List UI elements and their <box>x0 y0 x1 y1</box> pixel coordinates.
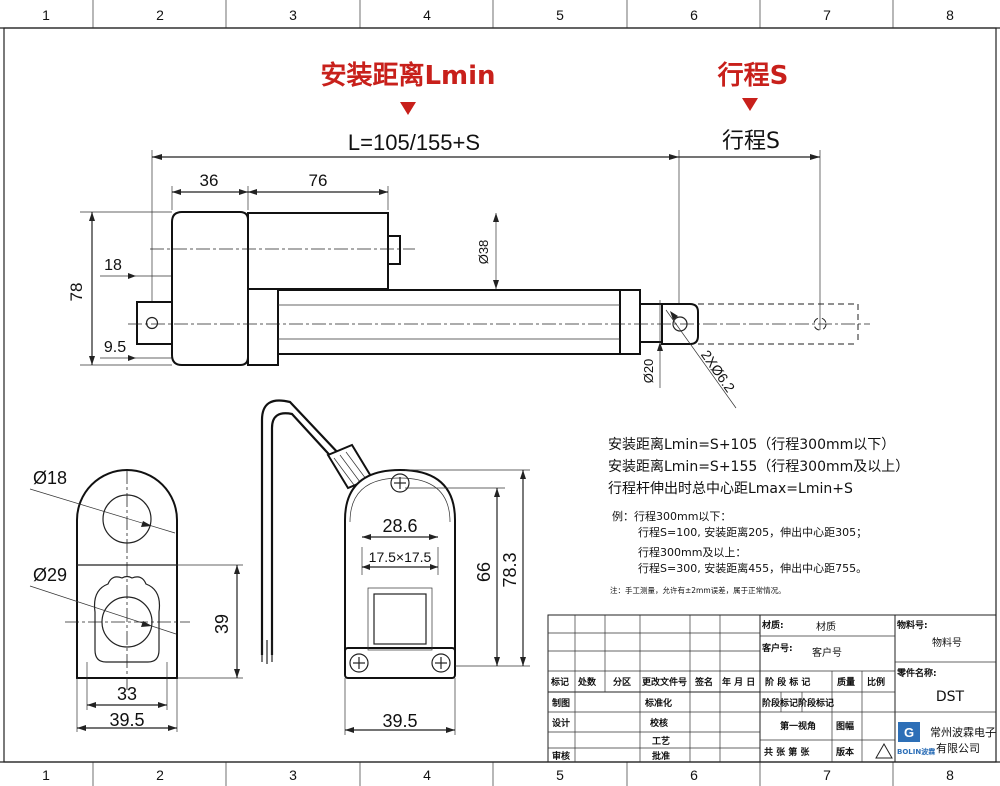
formula-line: 安装距离Lmin=S+155（行程300mm及以上） <box>608 458 909 475</box>
row-header: 更改文件号 <box>642 676 687 688</box>
column-label-top: 2 <box>156 7 164 23</box>
dimension-39-5-right: 39.5 <box>382 711 417 731</box>
dimension-18: 18 <box>104 257 122 274</box>
dimension-dia-18: Ø18 <box>33 468 67 488</box>
sheets-label: 共 张 第 张 <box>764 746 810 758</box>
stage-mark-row: 阶段标记阶段标记 <box>762 697 834 709</box>
dimension-36: 36 <box>200 171 219 190</box>
column-label-top: 6 <box>690 7 698 23</box>
arrow-down-icon <box>400 102 416 115</box>
material-label: 材质: <box>761 619 784 631</box>
example-line: 行程S=300, 安装距离455，伸出中心距755。 <box>638 561 867 575</box>
projection-symbol-icon <box>875 742 893 759</box>
example-label: 例：行程300mm以下： <box>612 509 731 523</box>
part-name-value: DST <box>936 689 965 705</box>
row-header: 处数 <box>577 676 597 688</box>
part-no-label: 物料号: <box>897 619 928 631</box>
example-line: 行程300mm及以上： <box>638 546 746 559</box>
logo-text: BOLIN波霖 <box>897 747 935 756</box>
stroke-dimension-label: 行程S <box>722 129 780 154</box>
row-header: 分区 <box>613 676 631 688</box>
notes: 安装距离Lmin=S+105（行程300mm以下） 安装距离Lmin=S+155… <box>608 436 909 595</box>
dimension-39-5-left: 39.5 <box>109 710 144 730</box>
customer-value: 客户号 <box>812 646 842 659</box>
column-label-bottom: 6 <box>690 767 698 783</box>
svg-text:G: G <box>904 725 914 740</box>
title-block: 材质: 材质 客户号: 客户号 物料号: 物料号 零件名称: DST 标记 处数… <box>547 614 997 763</box>
column-label-bottom: 7 <box>823 767 831 783</box>
dimension-66: 66 <box>474 562 494 582</box>
arrow-down-icon <box>742 98 758 111</box>
column-label-top: 4 <box>423 7 431 23</box>
rear-view: 28.6 17.5×17.5 66 78.3 39.5 <box>260 399 530 735</box>
approve-label: 批准 <box>652 750 670 762</box>
row-header: 年 月 日 <box>722 676 755 688</box>
dimension-28-6: 28.6 <box>382 516 417 536</box>
dimension-9-5: 9.5 <box>104 339 126 356</box>
column-label-bottom: 3 <box>289 767 297 783</box>
quality-label: 质量 <box>837 676 855 688</box>
column-label-bottom: 4 <box>423 767 431 783</box>
end-view: Ø18 Ø29 39 33 39.5 <box>29 468 243 732</box>
install-distance-heading: 安装距离Lmin <box>320 60 495 91</box>
column-label-top: 1 <box>42 7 50 23</box>
row-header: 标记 <box>550 676 569 688</box>
review-label: 审核 <box>552 750 570 762</box>
stage-mark: 阶 段 标 记 <box>765 676 810 688</box>
scale-label: 比例 <box>867 676 885 688</box>
dimension-dia-20: Ø20 <box>641 359 656 384</box>
dimension-78: 78 <box>67 283 86 302</box>
example-line: 行程S=100, 安装距离205，伸出中心距305； <box>638 525 867 539</box>
part-no-value: 物料号 <box>932 636 962 649</box>
formula-line: 行程杆伸出时总中心距Lmax=Lmin+S <box>608 481 853 497</box>
dimension-dia-29: Ø29 <box>33 565 67 585</box>
part-name-label: 零件名称: <box>896 667 937 679</box>
drawing-size-label: 图幅 <box>836 720 854 732</box>
company-name-line2: 有限公司 <box>936 741 980 755</box>
column-label-bottom: 2 <box>156 767 164 783</box>
side-view: 78 18 9.5 Ø38 <box>67 211 870 409</box>
column-label-bottom: 8 <box>946 767 954 783</box>
customer-label: 客户号: <box>761 642 793 654</box>
stroke-heading: 行程S <box>717 60 789 91</box>
total-length-label: L=105/155+S <box>348 130 480 155</box>
standard-label: 标准化 <box>644 697 672 709</box>
company-name-line1: 常州波霖电子 <box>930 726 996 739</box>
column-label-top: 5 <box>556 7 564 23</box>
design-label: 设计 <box>552 717 570 729</box>
company-logo-icon <box>898 722 920 742</box>
version-label: 版本 <box>835 746 855 758</box>
column-label-bottom: 5 <box>556 767 564 783</box>
process-label: 工艺 <box>652 735 670 747</box>
column-label-top: 7 <box>823 7 831 23</box>
top-dimensions: L=105/155+S 行程S 36 76 <box>151 129 821 330</box>
column-label-bottom: 1 <box>42 767 50 783</box>
formula-line: 安装距离Lmin=S+105（行程300mm以下） <box>608 436 895 453</box>
dimension-39: 39 <box>212 614 232 634</box>
column-label-top: 3 <box>289 7 297 23</box>
draw-label: 制图 <box>552 697 570 709</box>
dimension-78-3: 78.3 <box>500 552 520 587</box>
material-value: 材质 <box>816 620 836 633</box>
column-label-top: 8 <box>946 7 954 23</box>
footnote: 注：手工测量，允许有±2mm误差，属于正常情况。 <box>610 585 786 595</box>
row-header: 签名 <box>694 676 713 688</box>
dimension-dia-38: Ø38 <box>476 240 491 265</box>
dimension-holes: 2XØ6.2 <box>698 347 738 395</box>
first-angle-label: 第一视角 <box>780 720 816 732</box>
dimension-33: 33 <box>117 684 137 704</box>
dimension-square-17-5: 17.5×17.5 <box>369 549 432 565</box>
proof-label: 校核 <box>650 717 668 729</box>
dimension-76: 76 <box>309 171 328 190</box>
